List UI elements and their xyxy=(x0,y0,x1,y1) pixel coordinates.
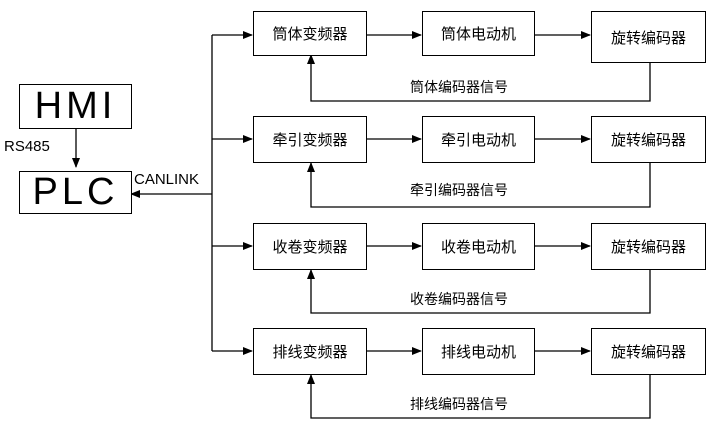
canlink-label: CANLINK xyxy=(134,171,200,188)
inverter-label-1: 筒体变频器 xyxy=(272,25,348,43)
plc-label: PLC xyxy=(32,171,119,213)
rs485-label: RS485 xyxy=(4,138,50,155)
feedback-line-2 xyxy=(307,162,651,208)
signal-label-4: 排线编码器信号 xyxy=(410,397,508,413)
plc-box: PLC xyxy=(19,171,132,214)
inverter-label-3: 收卷变频器 xyxy=(272,238,348,256)
motor-label-1: 筒体电动机 xyxy=(440,25,516,43)
hmi-label: HMI xyxy=(34,85,117,127)
inverter-label-2: 牵引变频器 xyxy=(272,131,348,149)
feedback-line-3 xyxy=(307,269,651,314)
inverter-box-4: 排线变频器 xyxy=(253,328,367,375)
hmi-box: HMI xyxy=(19,84,132,129)
encoder-box-2: 旋转编码器 xyxy=(591,116,706,163)
signal-label-2: 牵引编码器信号 xyxy=(410,183,508,199)
encoder-label-4: 旋转编码器 xyxy=(610,343,686,361)
motor-label-2: 牵引电动机 xyxy=(440,131,516,149)
signal-label-3: 收卷编码器信号 xyxy=(410,292,508,308)
motor-box-2: 牵引电动机 xyxy=(422,116,535,163)
signal-label-1: 筒体编码器信号 xyxy=(410,80,508,96)
inverter-label-4: 排线变频器 xyxy=(272,343,348,361)
encoder-label-3: 旋转编码器 xyxy=(610,238,686,256)
inverter-box-1: 筒体变频器 xyxy=(253,11,367,56)
feedback-line-1 xyxy=(307,54,651,102)
motor-box-4: 排线电动机 xyxy=(422,328,535,375)
feedback-line-4 xyxy=(307,374,651,419)
encoder-box-3: 旋转编码器 xyxy=(591,223,706,270)
encoder-box-1: 旋转编码器 xyxy=(591,11,706,63)
encoder-label-2: 旋转编码器 xyxy=(610,131,686,149)
inverter-box-2: 牵引变频器 xyxy=(253,116,367,163)
inverter-box-3: 收卷变频器 xyxy=(253,223,367,270)
motor-label-4: 排线电动机 xyxy=(440,343,516,361)
motor-box-3: 收卷电动机 xyxy=(422,223,535,270)
encoder-box-4: 旋转编码器 xyxy=(591,328,706,375)
motor-label-3: 收卷电动机 xyxy=(440,238,516,256)
motor-box-1: 筒体电动机 xyxy=(422,11,535,56)
encoder-label-1: 旋转编码器 xyxy=(610,28,686,47)
